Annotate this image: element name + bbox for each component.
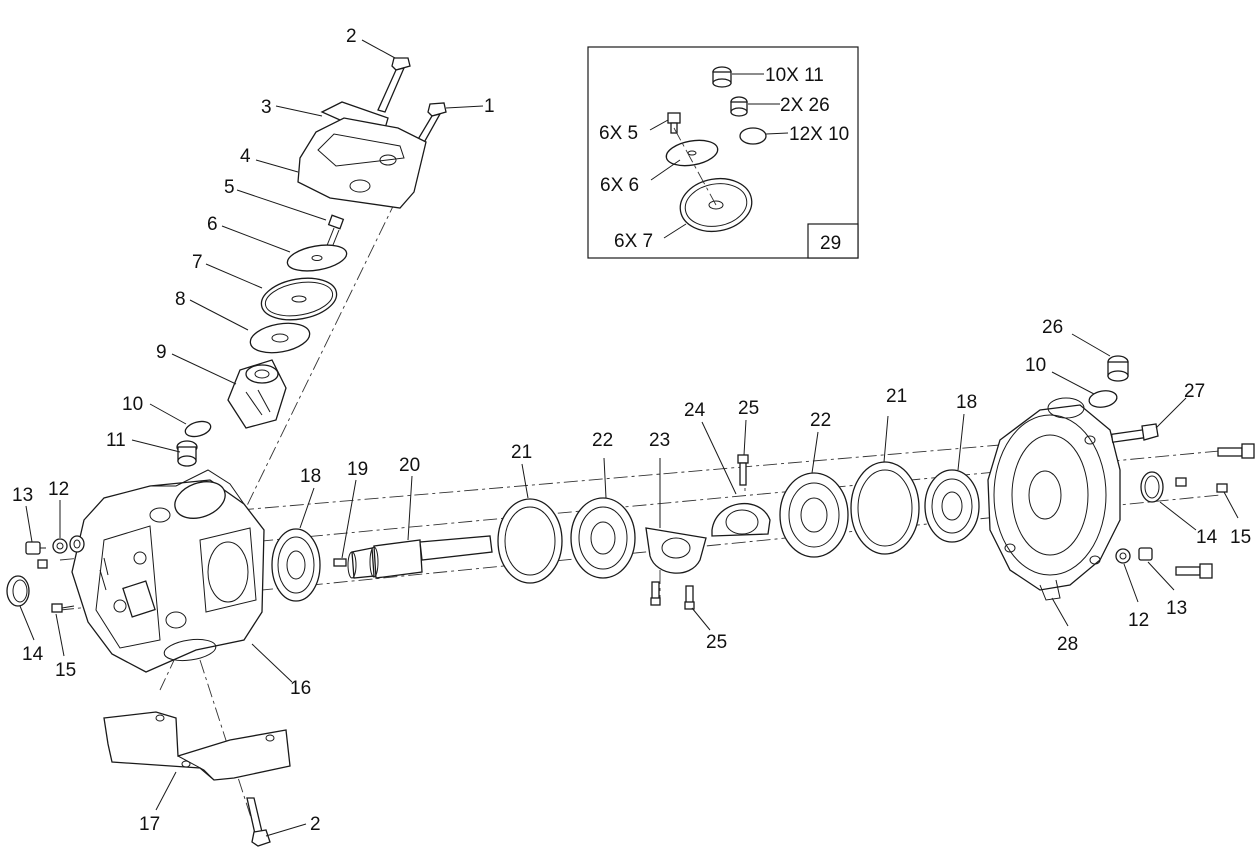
seal-14-right: [1140, 471, 1164, 503]
cover-4: [297, 117, 427, 209]
inset-label-7: 6X 7: [614, 231, 653, 252]
label-15-left: 15: [55, 660, 76, 681]
diaphragm-7: [260, 277, 338, 321]
label-3: 3: [261, 97, 272, 118]
bearing-22-right: [779, 472, 849, 558]
label-8: 8: [175, 289, 186, 310]
label-28: 28: [1057, 634, 1078, 655]
label-13-left: 13: [12, 485, 33, 506]
bolt-2-top: [377, 57, 411, 113]
label-14-left: 14: [22, 644, 44, 665]
pump-body-16: [71, 469, 265, 673]
disk-6: [286, 244, 348, 272]
bearing-22-left: [570, 497, 636, 579]
label-2-top: 2: [346, 26, 357, 47]
label-25-top: 25: [738, 398, 759, 419]
label-2-bottom: 2: [310, 814, 321, 835]
bolt-27: [1110, 423, 1159, 443]
inset-kit-29: 29: [587, 46, 859, 259]
o-ring-10-right: [1088, 390, 1118, 408]
label-15-right: 15: [1230, 527, 1251, 548]
label-17: 17: [139, 814, 160, 835]
label-25-bottom: 25: [706, 632, 727, 653]
label-22-right: 22: [810, 410, 831, 431]
label-10-right: 10: [1025, 355, 1046, 376]
shaft-20: [347, 535, 493, 579]
inset-number: 29: [820, 233, 841, 254]
mounting-bracket-17: [103, 711, 291, 781]
label-19: 19: [347, 459, 368, 480]
label-18-left: 18: [300, 466, 321, 487]
bolt-2-bottom: [246, 797, 271, 847]
washer-12-right: [1115, 548, 1131, 564]
washer-12-left: [52, 538, 68, 554]
leader-lines: [19, 39, 1239, 837]
label-6: 6: [207, 214, 218, 235]
key-19: [333, 558, 347, 567]
bolt-right-top: [1217, 443, 1255, 459]
screws-25-bottom: [650, 581, 695, 610]
washer-extra-left: [69, 535, 85, 553]
screw-5: [325, 214, 345, 251]
washer-8: [249, 322, 311, 354]
label-9: 9: [156, 342, 167, 363]
label-24: 24: [684, 400, 706, 421]
label-7: 7: [192, 252, 203, 273]
label-20: 20: [399, 455, 420, 476]
plug-13-right: [1138, 547, 1153, 561]
label-18-right: 18: [956, 392, 977, 413]
screw-15-left: [51, 603, 75, 613]
bearing-18-right: [924, 469, 980, 543]
plug-13-left: [25, 541, 46, 555]
screw-extra-right: [1175, 477, 1187, 487]
label-13-right: 13: [1166, 598, 1187, 619]
inset-o-ring-10: [739, 127, 767, 145]
label-21-left: 21: [511, 442, 532, 463]
seal-14-left: [6, 575, 30, 607]
label-10-left: 10: [122, 394, 143, 415]
label-1: 1: [484, 96, 495, 117]
inset-valve-26: [730, 96, 748, 117]
label-27: 27: [1184, 381, 1205, 402]
inset-label-10: 12X 10: [789, 124, 849, 145]
con-rod-cap-23: [645, 527, 707, 574]
valve-11: [176, 440, 198, 467]
label-5: 5: [224, 177, 235, 198]
inset-valve-11: [712, 66, 732, 88]
valve-26: [1107, 355, 1129, 382]
label-22-left: 22: [592, 430, 613, 451]
label-23: 23: [649, 430, 670, 451]
screw-15-right: [1216, 483, 1228, 493]
label-14-right: 14: [1196, 527, 1218, 548]
label-11: 11: [106, 430, 126, 451]
label-12-left: 12: [48, 479, 69, 500]
inset-label-6: 6X 6: [600, 175, 639, 196]
ring-21-right: [850, 461, 920, 555]
o-ring-10-left: [184, 420, 212, 438]
inset-label-26: 2X 26: [780, 95, 830, 116]
bolt-right-bottom: [1175, 563, 1213, 579]
screw-extra-left: [37, 559, 48, 569]
label-16: 16: [290, 678, 311, 699]
label-4: 4: [240, 146, 251, 167]
ring-21-left: [497, 498, 563, 584]
screw-25-top: [737, 454, 749, 486]
rear-housing-28: [987, 397, 1121, 601]
bearing-18-left: [271, 528, 321, 602]
piston-guide-9: [227, 359, 287, 429]
con-rod-24: [711, 502, 771, 537]
inset-label-5: 6X 5: [599, 123, 638, 144]
inset-number-box: [807, 223, 859, 259]
label-21-right: 21: [886, 386, 907, 407]
inset-label-11: 10X 11: [765, 65, 824, 86]
label-26: 26: [1042, 317, 1063, 338]
inset-disk-6: [665, 139, 719, 167]
part-labels: 2 1 3 4 5 6 7 8 9 10 11 13 12 14 15 16 1…: [12, 26, 1251, 835]
label-12-right: 12: [1128, 610, 1149, 631]
